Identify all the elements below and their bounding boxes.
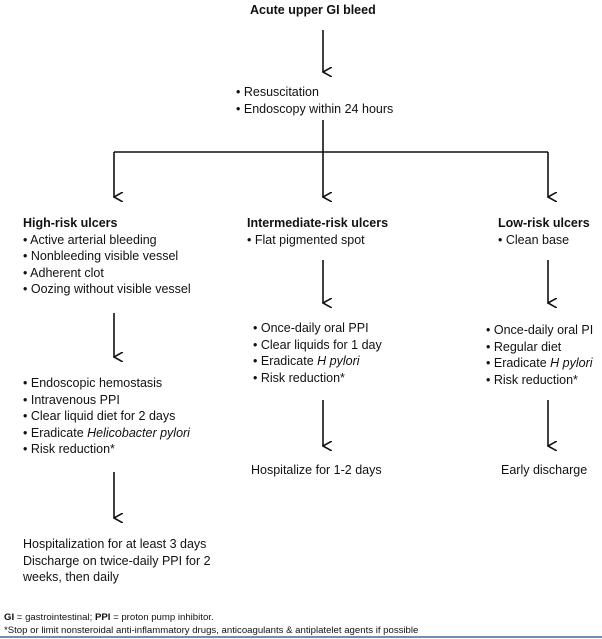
initial-step: • Resuscitation [236, 85, 319, 99]
treatment-item: • Once-daily oral PPI [253, 321, 369, 335]
treatment-item: • Risk reduction* [253, 370, 345, 385]
high-risk-disposition: Hospitalization for at least 3 days Disc… [23, 536, 211, 586]
low-risk-findings: Low-risk ulcers • Clean base [498, 215, 590, 248]
risk-reduction-footnote: *Stop or limit nonsteroidal anti-inflamm… [4, 625, 419, 636]
intermediate-risk-treatment: • Once-daily oral PPI • Clear liquids fo… [253, 320, 382, 386]
low-risk-title: Low-risk ulcers [498, 216, 590, 230]
low-risk-disposition: Early discharge [501, 463, 588, 477]
high-risk-treatment: • Endoscopic hemostasis • Intravenous PP… [23, 375, 190, 458]
disposition-line: Hospitalization for at least 3 days [23, 537, 207, 551]
intermediate-risk-disposition: Hospitalize for 1-2 days [251, 463, 382, 477]
intermediate-risk-findings: Intermediate-risk ulcers • Flat pigmente… [247, 215, 388, 248]
intermediate-risk-title: Intermediate-risk ulcers [247, 216, 389, 230]
treatment-item: • Regular diet [486, 339, 562, 354]
high-risk-findings: High-risk ulcers • Active arterial bleed… [23, 215, 191, 298]
treatment-item: • Once-daily oral PI [486, 323, 594, 337]
finding-item: • Nonbleeding visible vessel [23, 249, 179, 264]
treatment-item: • Risk reduction* [486, 372, 578, 387]
abbreviation-footnote: GI = gastrointestinal; PPI = proton pump… [4, 612, 214, 623]
treatment-item: • Eradicate H pylori [253, 354, 360, 369]
bottom-divider [0, 636, 602, 638]
diagram-title: Acute upper GI bleed [250, 3, 376, 17]
treatment-item: • Endoscopic hemostasis [23, 376, 163, 390]
disposition-line: Discharge on twice-daily PPI for 2 [23, 553, 211, 568]
treatment-item: • Intravenous PPI [23, 392, 120, 407]
finding-item: • Flat pigmented spot [247, 232, 365, 247]
finding-item: • Clean base [498, 232, 570, 247]
finding-item: • Oozing without visible vessel [23, 282, 191, 297]
initial-steps: • Resuscitation • Endoscopy within 24 ho… [236, 84, 393, 117]
initial-step: • Endoscopy within 24 hours [236, 101, 394, 116]
treatment-item: • Risk reduction* [23, 442, 115, 457]
high-risk-title: High-risk ulcers [23, 216, 118, 230]
finding-item: • Active arterial bleeding [23, 232, 157, 247]
disposition-line: weeks, then daily [23, 570, 119, 585]
treatment-item: • Eradicate Helicobacter pylori [23, 425, 190, 440]
finding-item: • Adherent clot [23, 265, 104, 280]
treatment-item: • Eradicate H pylori [486, 356, 593, 371]
treatment-item: • Clear liquids for 1 day [253, 337, 382, 352]
treatment-item: • Clear liquid diet for 2 days [23, 409, 176, 424]
low-risk-treatment: • Once-daily oral PI • Regular diet • Er… [486, 322, 593, 388]
